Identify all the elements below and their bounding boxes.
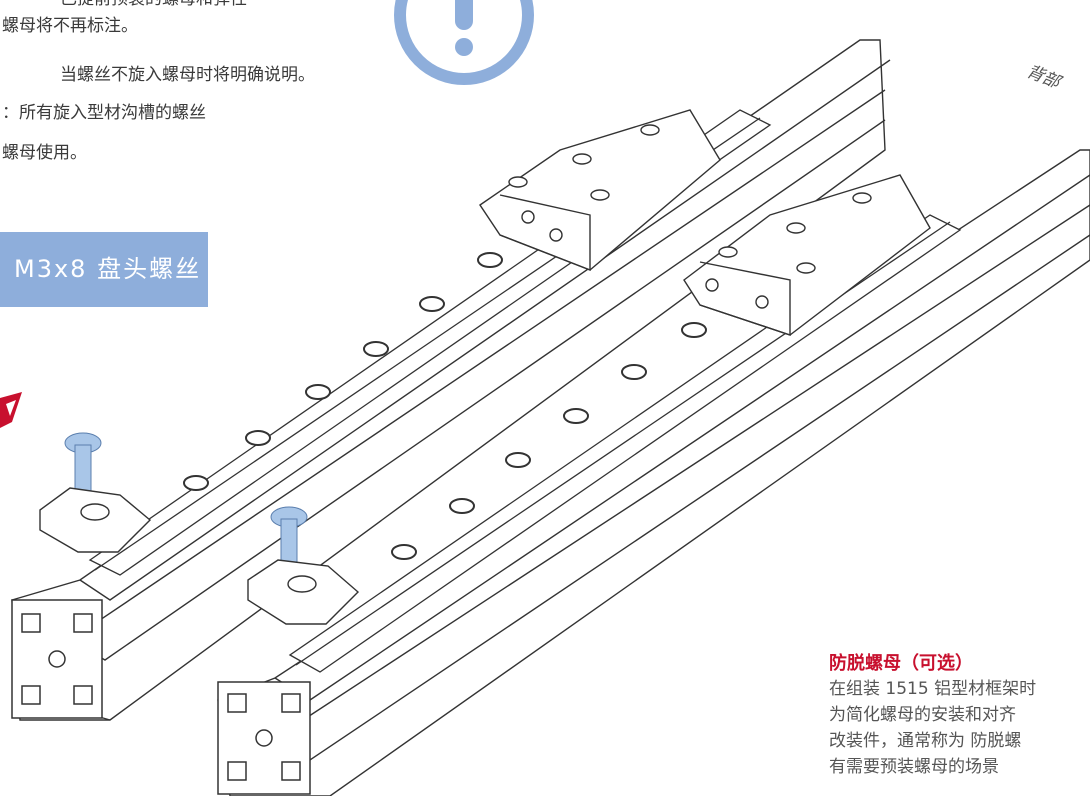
carriage-block-left [479, 109, 721, 272]
note-line-1: 螺母将不再标注。 [2, 16, 138, 36]
callout-line: 为简化螺母的安装和对齐 [829, 705, 1016, 725]
screw-left [64, 432, 102, 498]
pen-icon [0, 392, 22, 428]
anti-drop-nut-callout: 防脱螺母（可选） 在组装 1515 铝型材框架时 为简化螺母的安装和对齐 改装件… [829, 652, 1090, 796]
callout-line: 在组装 1515 铝型材框架时 [829, 679, 1037, 699]
note-line-2: 当螺丝不旋入螺母时将明确说明。 [60, 65, 315, 85]
note-line-3: ：所有旋入型材沟槽的螺丝 [2, 103, 206, 123]
rail-holes-right [391, 322, 707, 560]
screw-right [270, 506, 308, 572]
note-line-4: 螺母使用。 [2, 143, 87, 163]
warning-icon [394, 0, 534, 85]
t-nut-left [39, 487, 152, 553]
note-line-0: 已提前预装的螺母和弹性 [60, 0, 247, 10]
screw-label-banner: M3x8 盘头螺丝 [0, 232, 208, 307]
carriage-block-right [683, 174, 931, 336]
callout-title: 防脱螺母（可选） [829, 653, 973, 674]
profile-end-right [217, 681, 311, 795]
callout-line: 改装件，通常称为 防脱螺 [829, 731, 1022, 751]
t-nut-right [247, 559, 360, 625]
rail-holes-left [183, 252, 503, 491]
profile-end-left [11, 599, 103, 719]
callout-line: 有需要预装螺母的场景 [829, 757, 999, 777]
